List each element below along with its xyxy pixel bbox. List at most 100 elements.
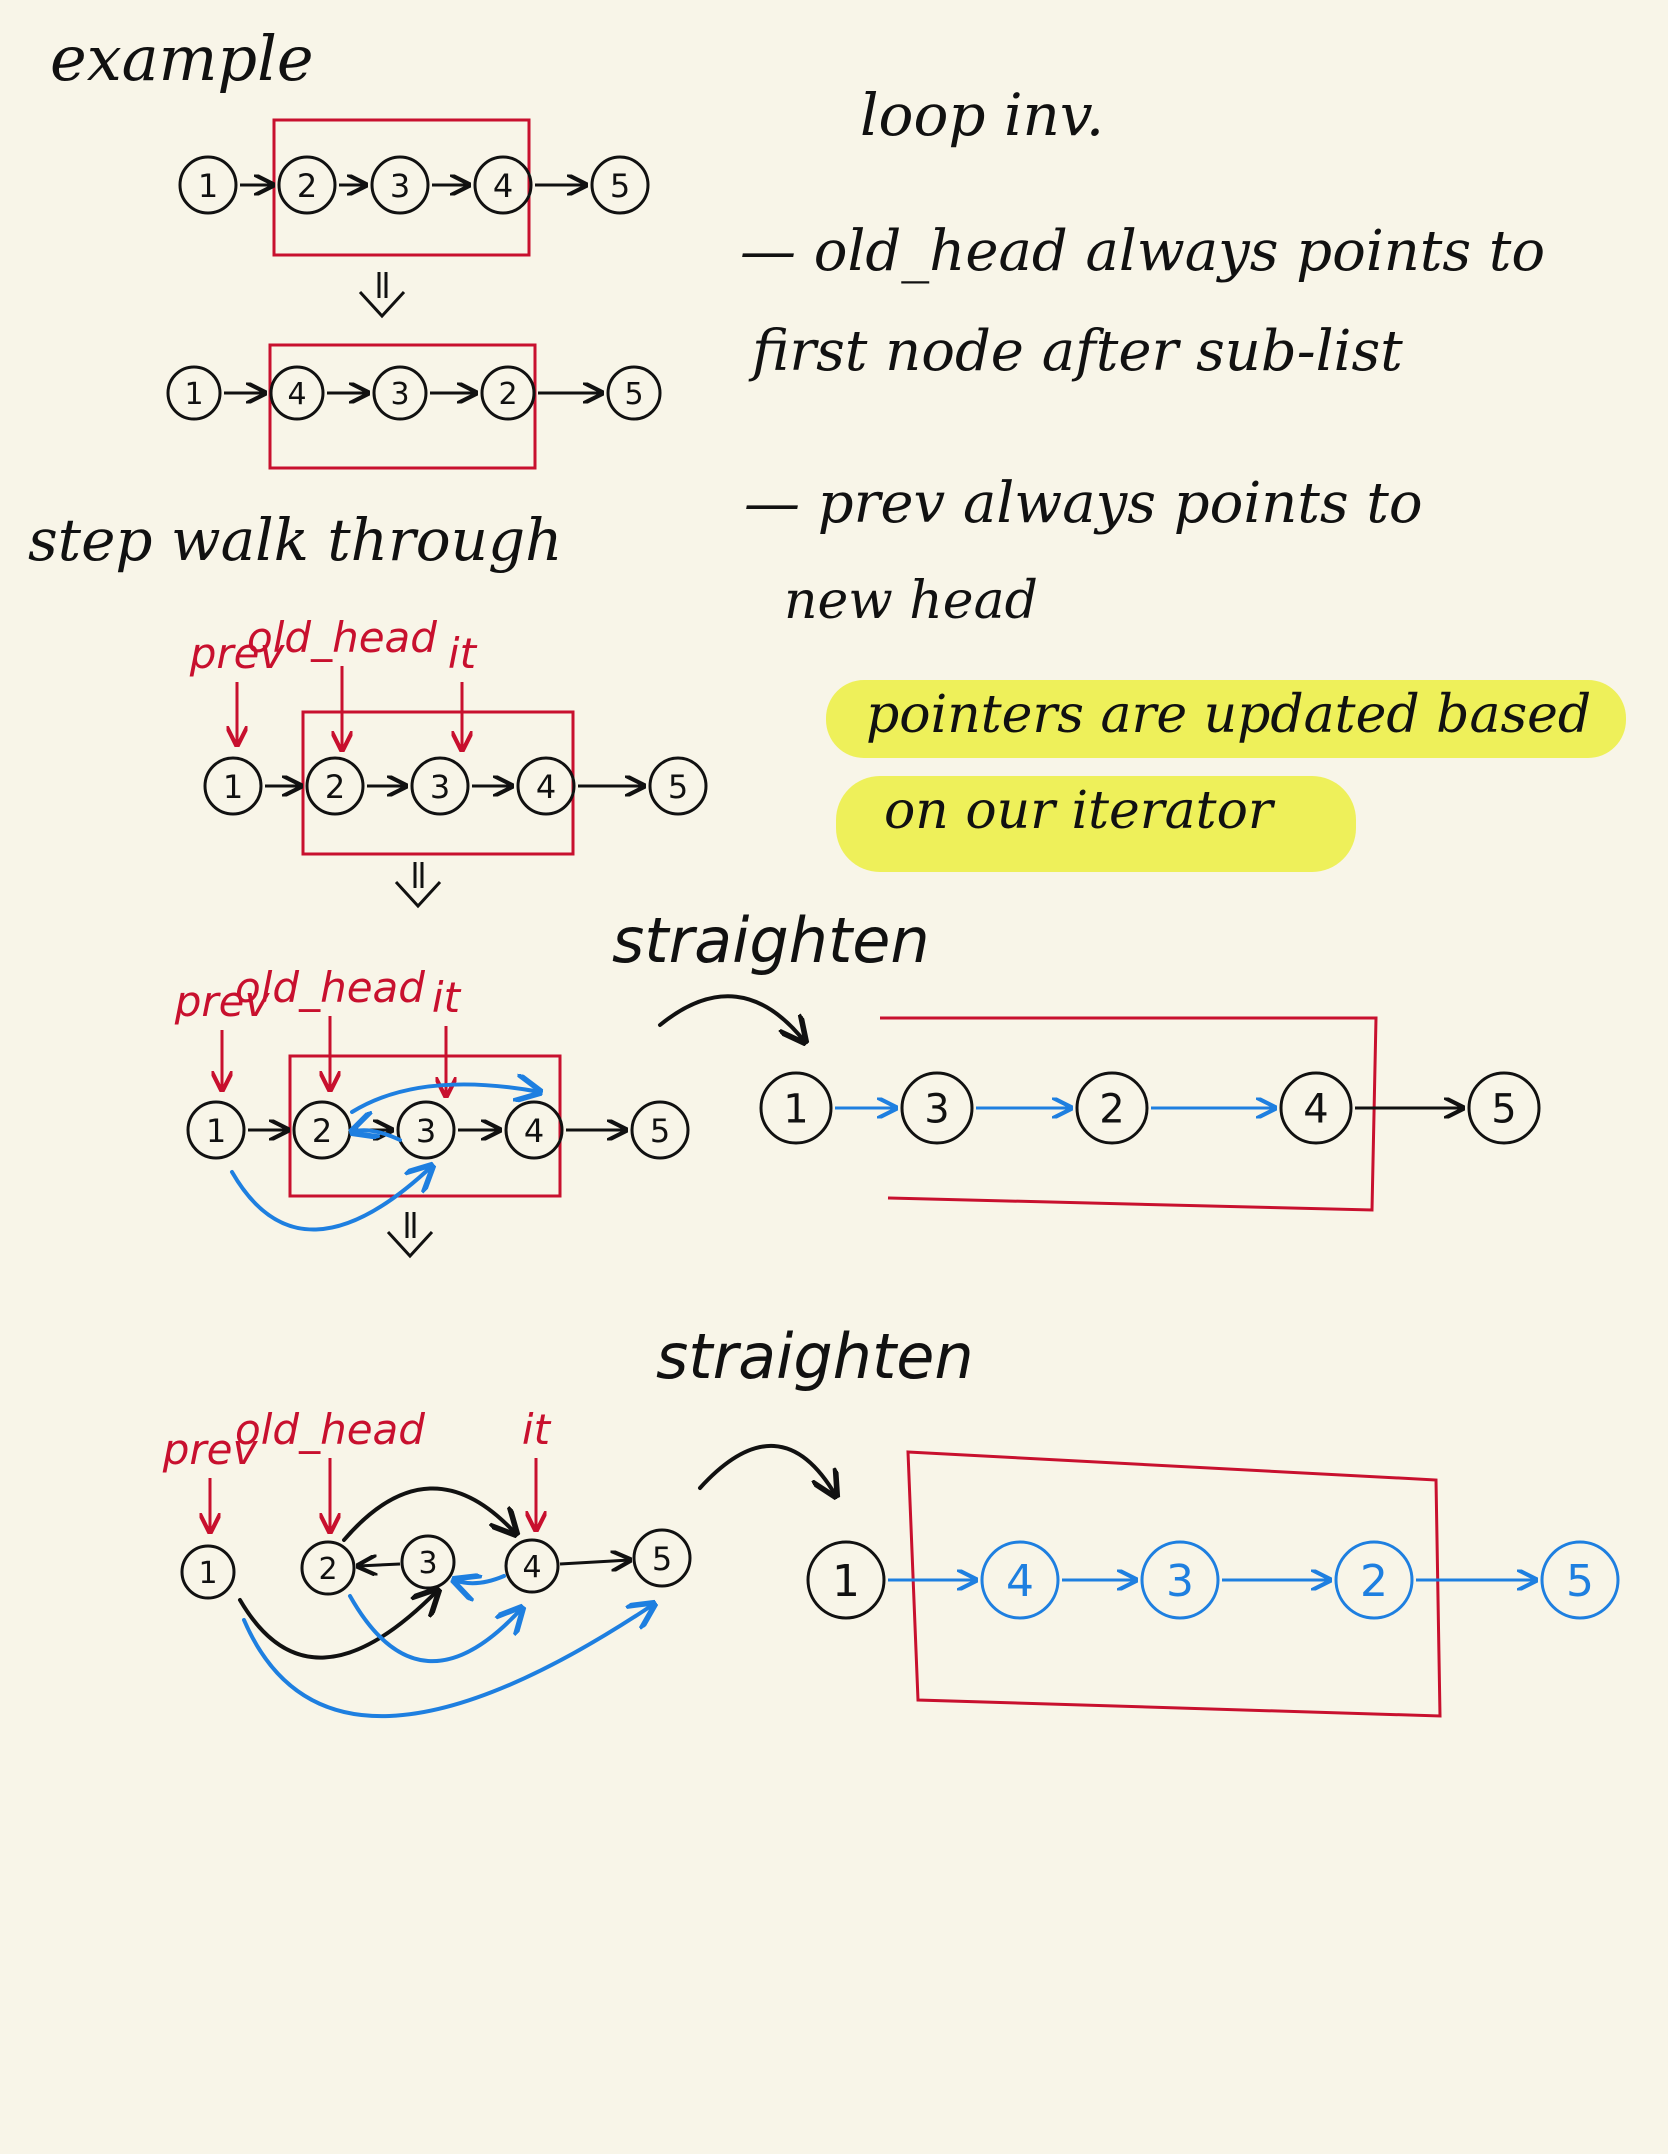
rewire-curves: [230, 994, 836, 1718]
example-before-node-2-circle: [277, 155, 337, 215]
straight2-node-2-label: 4: [1006, 1556, 1034, 1607]
straight2-node-5-label: 5: [1566, 1556, 1594, 1607]
step1-node-3-circle: [410, 756, 470, 816]
step2-node-2: 2: [292, 1100, 352, 1160]
step3-left-node-1: 1: [180, 1544, 236, 1600]
example-before-node-5-label: 5: [610, 167, 630, 205]
step3-arrow-4-to-5: [559, 1560, 630, 1564]
highlight-text-1: pointers are updated based: [866, 685, 1591, 745]
straight1-node-2: 3: [900, 1071, 974, 1145]
straight1-node-4-circle: [1279, 1071, 1353, 1145]
straight1-node-5-label: 5: [1491, 1087, 1516, 1133]
straight2-node-1: 1: [806, 1540, 886, 1620]
step2-curve-2-to-4: [350, 1084, 540, 1114]
straight2-node-1-circle: [806, 1540, 886, 1620]
straight1-node-5: 5: [1467, 1071, 1541, 1145]
example-implies-head: [358, 290, 406, 319]
example-after-node-2-circle: [269, 365, 325, 421]
step3-curve-1-to-3: [238, 1590, 438, 1660]
step2-node-5-circle: [630, 1100, 690, 1160]
example-before-node-5: 5: [590, 155, 650, 215]
straight1-node-1-circle: [759, 1071, 833, 1145]
step2-node-3-circle: [396, 1100, 456, 1160]
step1-node-5-label: 5: [668, 768, 688, 806]
straighten-label-2: straighten: [656, 1320, 974, 1393]
straight2-node-4-circle: [1334, 1540, 1414, 1620]
step2-node-4: 4: [504, 1100, 564, 1160]
step1-node-1: 1: [203, 756, 263, 816]
step1-it-label: it: [448, 629, 478, 678]
step3-node-2-label: 2: [318, 1552, 337, 1587]
step3-left-node-1-circle: [180, 1544, 236, 1600]
step3-curve-2-to-5: [348, 1594, 522, 1663]
step1-implies-head: [394, 880, 442, 909]
step1-node-5-circle: [648, 756, 708, 816]
straighten-label-1: straighten: [612, 904, 930, 977]
step2-node-1-circle: [186, 1100, 246, 1160]
step1-implies: [394, 862, 442, 909]
straight1-node-3-label: 2: [1099, 1087, 1124, 1133]
step3-curve-4-to-3: [454, 1576, 506, 1583]
straight2-node-4-label: 2: [1360, 1556, 1388, 1607]
straight1-node-1: 1: [759, 1071, 833, 1145]
heading-step-walk: step walk through: [28, 506, 562, 574]
step1-node-1-label: 1: [223, 768, 243, 806]
step3-node-4: 4: [504, 1538, 560, 1594]
example-after-node-1-circle: [166, 365, 222, 421]
step1-node-4-label: 4: [536, 768, 556, 806]
step2-node-5: 5: [630, 1100, 690, 1160]
invariant-2-line-1: — prev always points to: [744, 471, 1423, 536]
step3-node-3: 3: [400, 1534, 456, 1590]
invariant-1-line-1: — old_head always points to: [740, 219, 1545, 284]
example-before-node-5-circle: [590, 155, 650, 215]
step1-node-3-label: 3: [430, 768, 450, 806]
step3-node-4-circle: [504, 1538, 560, 1594]
straight2-node-5: 5: [1540, 1540, 1620, 1620]
step2-node-3: 3: [396, 1100, 456, 1160]
step2-it-label: it: [432, 973, 462, 1022]
example-after-node-3-circle: [372, 365, 428, 421]
step1-node-5: 5: [648, 756, 708, 816]
example-before-node-2: 2: [277, 155, 337, 215]
step2-node-1: 1: [186, 1100, 246, 1160]
example-before-node-3-label: 3: [390, 167, 410, 205]
step2-node-4-label: 4: [524, 1112, 544, 1150]
straight1-node-2-label: 3: [924, 1087, 949, 1133]
example-before-node-3-circle: [370, 155, 430, 215]
example-after-node-3: 3: [372, 365, 428, 421]
straight2-box: [906, 1450, 1442, 1718]
example-before-node-4: 4: [473, 155, 533, 215]
straight1-node-3: 2: [1075, 1071, 1149, 1145]
straight1-node-4-label: 4: [1303, 1087, 1328, 1133]
example-after-node-1-label: 1: [184, 377, 203, 412]
step3-node-5-label: 5: [652, 1540, 672, 1578]
step3-it-label: it: [522, 1405, 552, 1454]
straight2-node-1-label: 1: [832, 1556, 860, 1607]
step1-prev-label: prev: [189, 629, 286, 678]
example-after-node-3-label: 3: [390, 377, 409, 412]
straight2-node-4: 2: [1334, 1540, 1414, 1620]
straight2-node-2-circle: [980, 1540, 1060, 1620]
straight2-node-3: 3: [1140, 1540, 1220, 1620]
example-after-node-4-label: 2: [498, 377, 517, 412]
example-after-node-2-label: 4: [287, 377, 306, 412]
example-after-node-4-circle: [480, 365, 536, 421]
step2-implies: [386, 1212, 434, 1259]
step3-node-2: 2: [300, 1540, 356, 1596]
step3-left-node-1-label: 1: [198, 1556, 217, 1591]
step2-prev-label: prev: [174, 977, 271, 1026]
straight2-node-3-label: 3: [1166, 1556, 1194, 1607]
step2-node-2-label: 2: [312, 1112, 332, 1150]
invariant-1-line-2: first node after sub-list: [748, 319, 1403, 384]
example-before-node-1-circle: [178, 155, 238, 215]
step1-node-4: 4: [516, 756, 576, 816]
example-box-after: [268, 343, 537, 470]
step3-prev-label: prev: [162, 1425, 259, 1474]
step2-node-3-label: 3: [416, 1112, 436, 1150]
straighten-arrow-2: [698, 1443, 836, 1496]
straight1-box: [880, 1016, 1378, 1212]
step3-node-2-circle: [300, 1540, 356, 1596]
